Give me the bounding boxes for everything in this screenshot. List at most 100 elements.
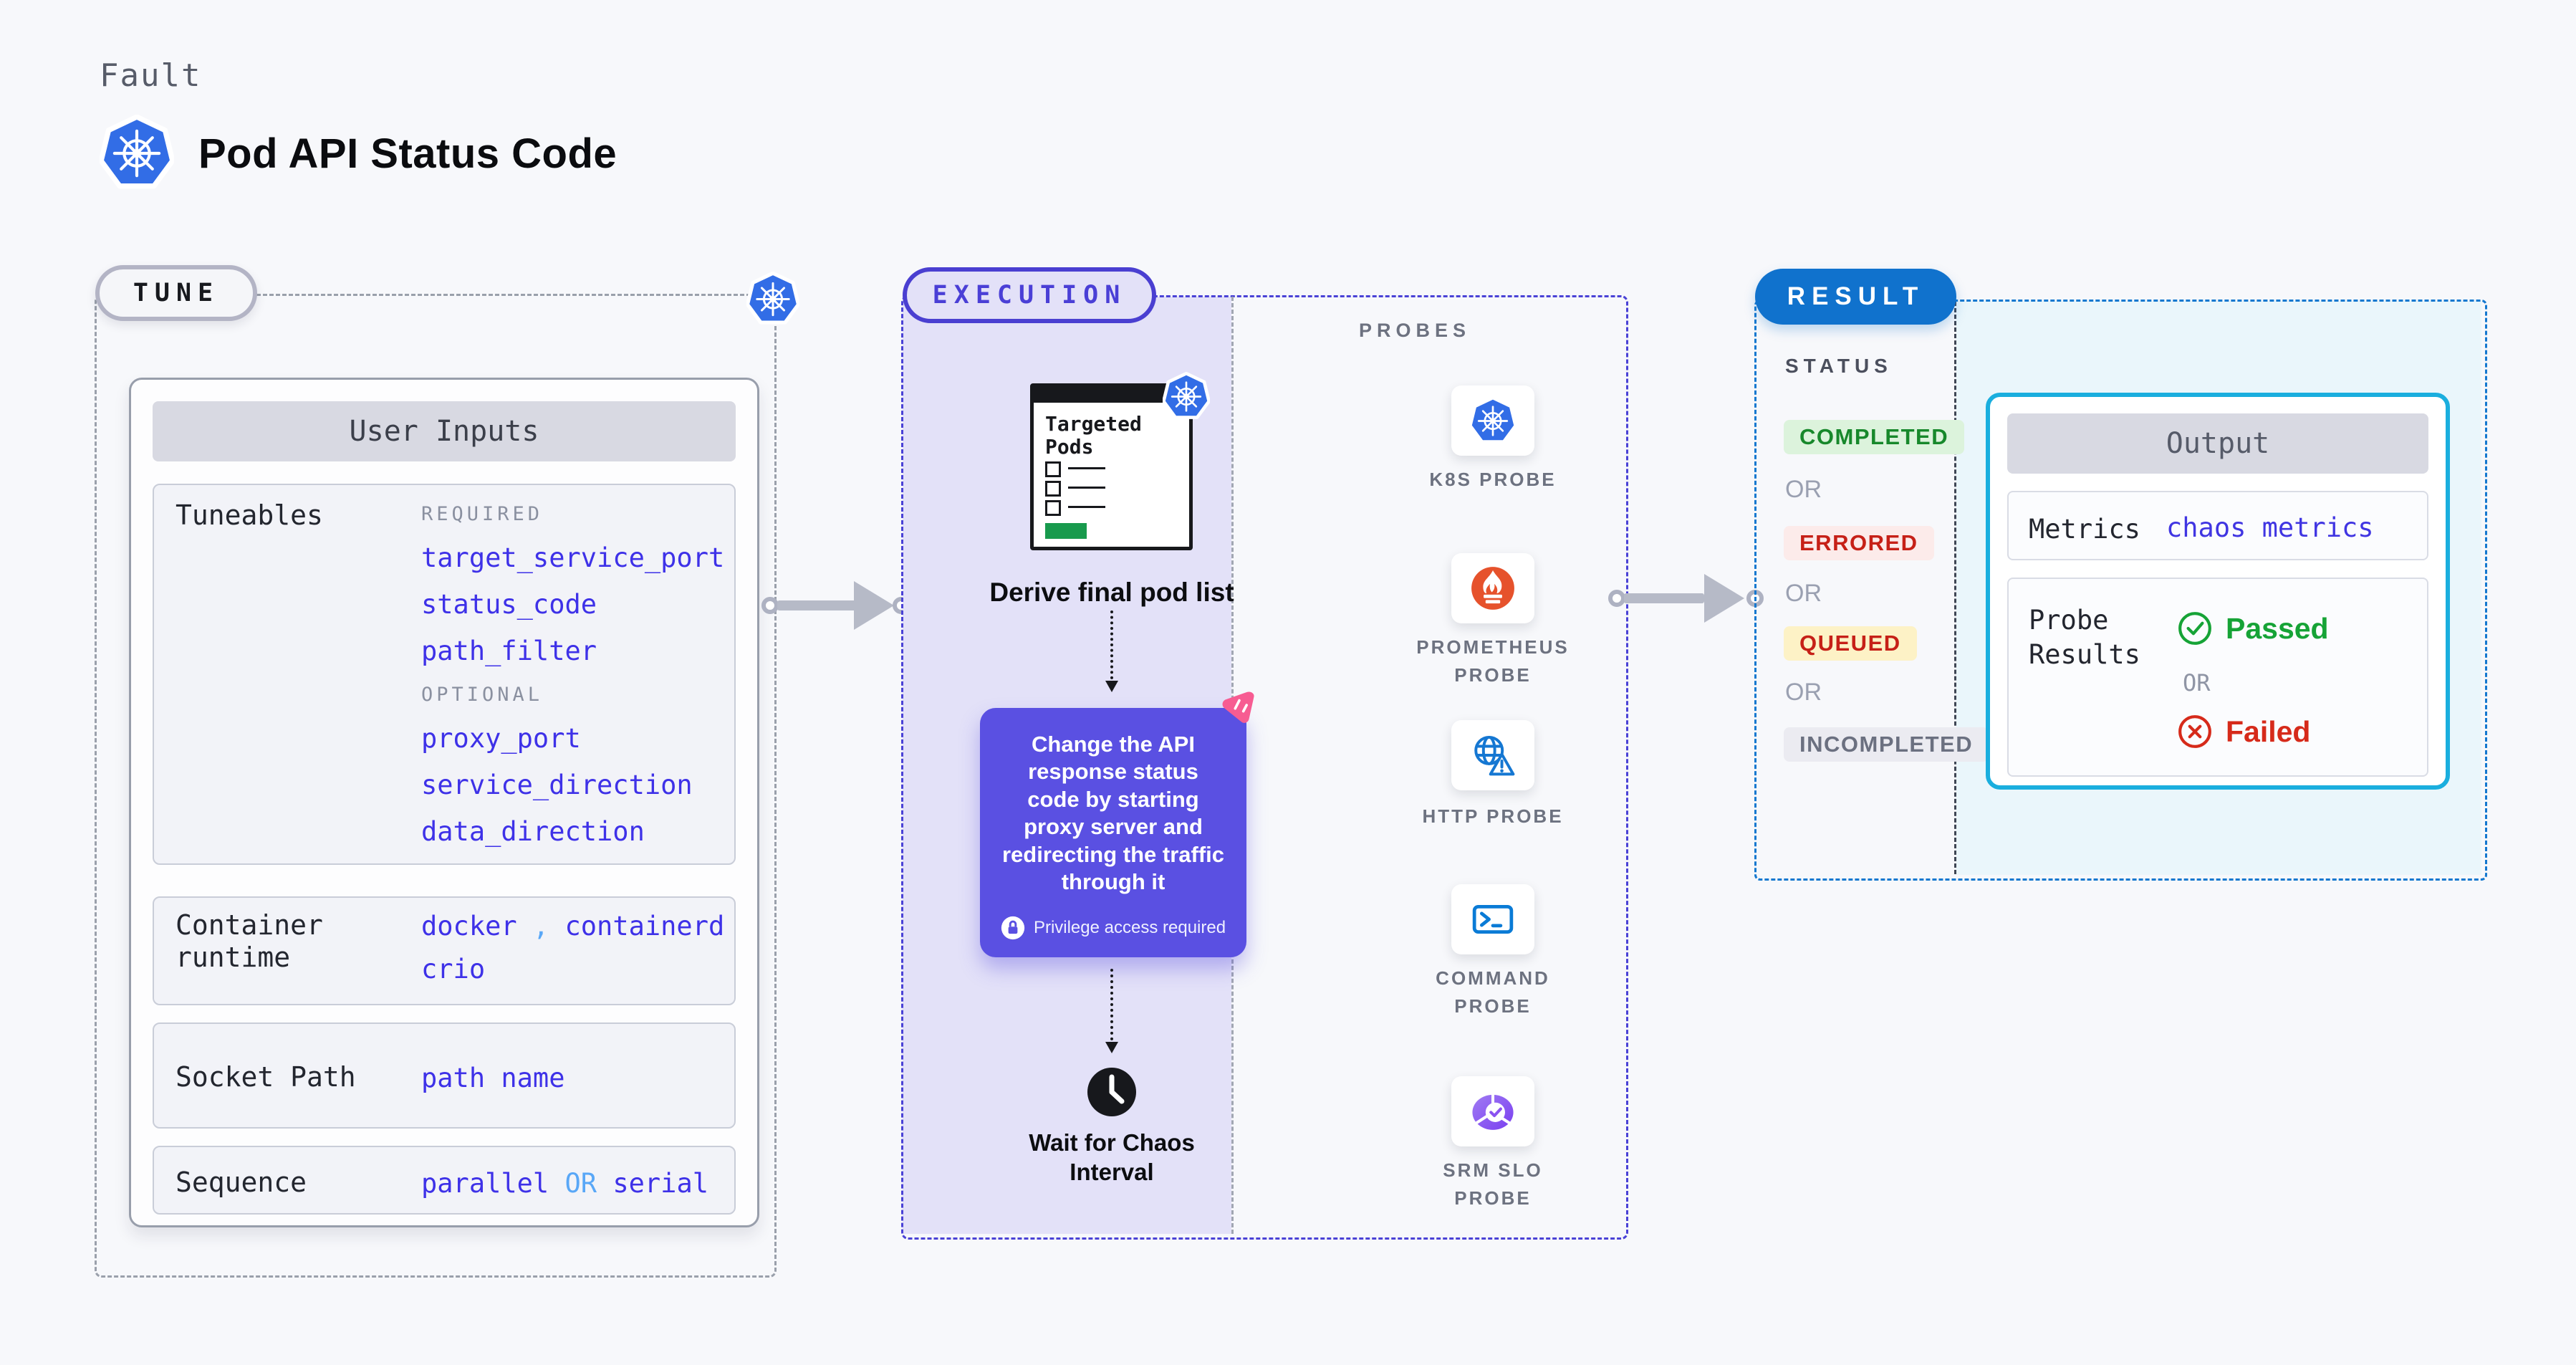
progress-bar (1045, 523, 1087, 539)
status-badge-errored: ERRORED (1784, 526, 1934, 560)
clock-icon (1087, 1068, 1136, 1116)
tuneables-label: Tuneables (176, 499, 323, 531)
arrow-shaft (1624, 593, 1704, 603)
kubernetes-icon (746, 272, 799, 327)
sequence-or: OR (564, 1168, 597, 1199)
derive-pod-list-caption: Derive final pod list (989, 578, 1234, 607)
check-circle-icon (2178, 612, 2211, 645)
arrow-shaft (777, 600, 856, 610)
tune-section-border (95, 294, 777, 1278)
output-card: Output Metrics chaos metrics Probe Resul… (1986, 393, 2450, 790)
container-runtime-row: Container runtime docker , containerd cr… (153, 896, 736, 1005)
status-badge-incompleted: INCOMPLETED (1784, 727, 1989, 762)
passed-result: Passed (2177, 610, 2329, 646)
failed-result: Failed (2177, 714, 2310, 749)
chaos-pink-icon (1222, 691, 1254, 723)
output-header: Output (2007, 413, 2428, 474)
probes-heading: PROBES (1359, 320, 1471, 341)
metrics-label: Metrics (2029, 514, 2140, 545)
result-section-pill: RESULT (1755, 269, 1956, 325)
runtime-crio: crio (421, 954, 486, 985)
probe-label-k8s: K8S PROBE (1429, 469, 1557, 490)
page-title: Pod API Status Code (198, 130, 617, 177)
fault-kicker: Fault (100, 57, 202, 94)
lock-icon (1001, 916, 1025, 940)
probe-label-prometheus: PROMETHEUS PROBE (1416, 636, 1570, 686)
probe-results-label: Probe Results (2029, 605, 2140, 671)
or-separator: OR (1785, 476, 1822, 503)
execution-section-border (901, 295, 1628, 1240)
privilege-note: Privilege access required (1033, 918, 1226, 937)
probe-card-prometheus (1451, 553, 1534, 623)
status-output-divider (1954, 302, 1956, 874)
status-badge-queued: QUEUED (1784, 626, 1917, 661)
runtime-docker: docker (421, 911, 517, 942)
probe-label-srm-slo: SRM SLO PROBE (1443, 1159, 1543, 1209)
socket-path-label: Socket Path (176, 1061, 356, 1093)
connector-ring (761, 597, 779, 614)
srm-slo-icon (1469, 1087, 1517, 1136)
tune-section-pill: TUNE (95, 265, 257, 321)
failed-label: Failed (2226, 714, 2311, 748)
probe-label-command: COMMAND PROBE (1436, 967, 1550, 1017)
arrow-head-icon (1105, 681, 1118, 692)
param-data-direction: data_direction (421, 816, 645, 847)
kubernetes-icon (1469, 396, 1517, 446)
list-line (1068, 467, 1105, 469)
arrow-head-icon (1704, 574, 1744, 623)
sequence-parallel: parallel (421, 1168, 549, 1199)
x-circle-icon (2178, 715, 2211, 748)
chaos-action-card: Change the API response status code by s… (980, 708, 1246, 957)
probe-card-srm-slo (1451, 1076, 1534, 1146)
runtime-containerd: containerd (564, 911, 725, 942)
container-runtime-label: Container runtime (176, 909, 323, 973)
probe-card-command (1451, 884, 1534, 954)
result-section-border (1754, 300, 2487, 881)
or-separator: OR (2183, 669, 2211, 696)
passed-label: Passed (2226, 611, 2329, 645)
list-line (1068, 487, 1105, 489)
kubernetes-icon (100, 115, 174, 192)
kubernetes-icon (1163, 372, 1210, 421)
metrics-row: Metrics chaos metrics (2007, 491, 2428, 560)
user-inputs-card: User Inputs Tuneables REQUIRED target_se… (129, 378, 759, 1227)
targeted-pods-title: Targeted Pods (1045, 412, 1142, 459)
or-separator: OR (1785, 679, 1822, 706)
page-header: Pod API Status Code (100, 115, 617, 192)
user-inputs-header: User Inputs (153, 401, 736, 461)
terminal-icon (1469, 895, 1517, 944)
prometheus-icon (1469, 564, 1517, 613)
param-service-direction: service_direction (421, 770, 693, 800)
http-globe-icon (1469, 732, 1517, 779)
container-runtime-values: docker , containerd (421, 911, 724, 942)
checkbox-icon (1045, 500, 1061, 516)
targeted-pods-doc: Targeted Pods (1030, 383, 1193, 550)
dotted-connector (1110, 610, 1113, 679)
doc-titlebar (1034, 387, 1189, 403)
metrics-value: chaos metrics (2166, 512, 2374, 543)
probe-card-http (1451, 720, 1534, 790)
param-status-code: status_code (421, 589, 597, 620)
arrow-head-icon (1105, 1042, 1118, 1053)
connector-ring (1608, 590, 1625, 607)
param-target-service-port: target_service_port (421, 542, 725, 573)
param-path-filter: path_filter (421, 636, 597, 666)
tuneables-values: REQUIRED target_service_port status_code… (421, 485, 724, 846)
or-separator: OR (1785, 580, 1822, 607)
sequence-values: parallel OR serial (421, 1168, 708, 1199)
dotted-connector (1110, 969, 1113, 1040)
checkbox-icon (1045, 481, 1061, 497)
status-heading: STATUS (1785, 355, 1893, 377)
sequence-serial: serial (612, 1168, 708, 1199)
status-badge-completed: COMPLETED (1784, 420, 1965, 454)
sequence-row: Sequence parallel OR serial (153, 1146, 736, 1215)
probe-label-http: HTTP PROBE (1422, 805, 1564, 827)
chaos-description: Change the API response status code by s… (1001, 732, 1225, 895)
required-subheading: REQUIRED (421, 503, 544, 525)
tuneables-row: Tuneables REQUIRED target_service_port s… (153, 484, 736, 865)
checkbox-icon (1045, 461, 1061, 477)
arrow-head-icon (854, 581, 894, 630)
runtime-separator: , (532, 911, 549, 942)
probe-results-row: Probe Results Passed OR Failed (2007, 578, 2428, 777)
